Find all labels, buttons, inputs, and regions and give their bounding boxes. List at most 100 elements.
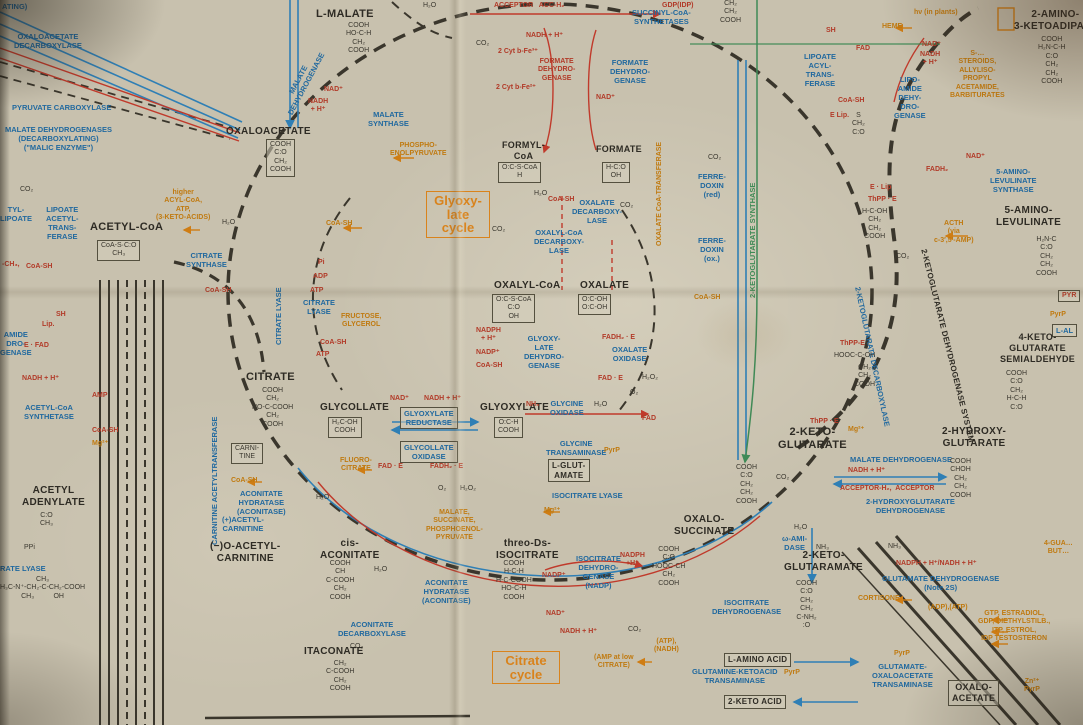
metabolite-5-amino-levulinate: 5-AMINO- LEVULINATE [996,205,1062,228]
enzyme-succinyl-coa-synthetases: SUCCINYL-CoA- SYNTHETASES [632,8,691,26]
enzyme-aconitate-hydratase-aconitase: ACONITATE HYDRATASE (ACONITASE) [422,578,471,605]
enzyme-ferre-doxin-ox: FERRE- DOXIN (ox.) [698,236,726,263]
formula-hooc-c-oh: HOOC-C-OH [834,352,876,359]
formula-cooh-h-n-c-h-c-o-ch-ch-cooh: COOH H₂N-C-H C:O CH₂ CH₂ COOH [1038,36,1066,85]
effector-heme: HEME [882,23,903,30]
effector-phospho-enolpyruvate: PHOSPHO- ENOLPYRUVATE [390,142,447,158]
metabolite-2-amino-3-ketoadipate: 2-AMINO- 3-KETOADIPATE [1014,9,1083,32]
formula-o-c-s-coa-h: O:C-S-CoA H [498,162,542,183]
enzyme-oxalate-oxidase: OXALATE OXIDASE [612,345,648,363]
metabolite-oxalo-succinate: OXALO- SUCCINATE [674,514,735,537]
enzyme-glycine-transaminase: GLYCINE TRANSAMINASE [546,439,607,457]
formula-h-o: H₂O [594,401,608,408]
effector-higher-acyl-coa-atp-3-keto-aci: higher ACYL-CoA, ATP, (3-KETO-ACIDS) [156,189,211,222]
formula-cooh-ch-c-cooh-ch-cooh: COOH CH C-COOH CH₂ COOH [326,560,355,601]
formula-h-o: H₂O [222,219,236,226]
cofactor-e-lip: E · Lip [870,184,892,191]
formula-o-c-h-cooh: O:C-H COOH [494,417,523,438]
formula-cooh-c-o-ch-ch-c-nh-o: COOH C:O CH₂ CH₂ C-NH₂ :O [796,580,817,629]
metabolite-2-hydroxy-glutarate: 2-HYDROXY- GLUTARATE [942,426,1007,449]
cofactor-fadh-e: FADH₂ · E [430,463,464,470]
cofactor-coa-sh: CoA-SH [92,427,119,434]
formula-cooh-ho-c-h-ch-cooh: COOH HO-C-H CH₂ COOH [346,22,372,55]
effector-mg: Mg²⁺ [92,440,109,447]
cofactor-sh: SH [826,27,836,34]
cofactor-nadh-h: NADH + H⁺ [308,98,329,114]
effector-mg: Mg²⁺ [848,426,865,433]
effector-pyrp: PyrP [1050,311,1066,318]
cofactor-nadph-h: NADPH + H⁺ [476,327,501,343]
formula-carni-tine: CARNI- TINE [231,443,264,464]
formula-co: CO₂ [350,643,364,650]
cofactor-nadh-h: NADH + H⁺ [22,375,59,382]
formula-ch-ch-cooh: CH₂ CH₂ COOH [720,0,741,24]
enzyme-formate-dehydro-genase: FORMATE DEHYDRO- GENASE [610,58,651,85]
cofactor-atp: ATP [316,351,330,358]
formula-co: CO₂ [620,202,634,209]
enzyme-isocitrate-lyase: ISOCITRATE LYASE [552,491,623,500]
cofactor-formate-dehydro-genase: FORMATE DEHYDRO- GENASE [538,58,576,82]
enzyme-pyruvate-carboxylase: PYRUVATE CARBOXYLASE [12,103,112,112]
effector-amp-at-low-citrate: (AMP at low CITRATE) [594,654,634,670]
metabolite-acetyl-adenylate: ACETYL ADENYLATE [22,485,86,508]
effector-coa-sh: CoA-SH [326,220,353,227]
formula-h-o: H₂O₂ [460,485,476,492]
cofactor-e-lip: E Lip. [830,112,850,119]
formula-co: CO₂ [20,186,34,193]
formula-h-o: H₂O [316,494,330,501]
cofactor-nad: NAD⁺ [966,153,985,160]
cofactor-nadp: NADP⁺ [476,349,500,356]
metabolite-o-acetyl-carnitine: (−)O-ACETYL- CARNITINE [210,541,281,564]
green-routes [690,0,940,464]
cofactor-nad: NAD⁺ [922,41,941,48]
cofactor-fad-e: FAD · E [378,463,403,470]
enzyme-isocitrate-dehydrogenase: ISOCITRATE DEHYDROGENASE [712,598,782,616]
formula-coa-s-c-o-ch: CoA-S·C:O CH₃ [97,240,141,261]
cofactor-nadh-h: NADH + H⁺ [526,32,563,39]
cofactor-sh: SH [56,311,66,318]
formula-h-o: H₂O [374,566,388,573]
cofactor-fadh-e: FADH₂ · E [602,334,636,341]
metabolite-cis-aconitate: cis- ACONITATE [320,538,380,561]
cofactor-pyr: PYR [1058,290,1081,303]
formula-cooh-choh-ch-ch-cooh: COOH CHOH CH₂ CH₂ COOH [950,458,971,499]
cofactor-2-cyt-b-fe: 2 Cyt b-Fe³⁺ [498,48,538,55]
cofactor-adp: ADP [313,273,328,280]
formula-h-n-c-c-o-ch-ch-cooh: H₂N-C C:O CH₂ CH₂ COOH [1036,236,1057,277]
metabolite-oxalo-acetate: OXALO- ACETATE [948,680,1000,706]
formula-h-o: H₂O [794,524,808,531]
cofactor-nadh-h: NADH + H⁺ [424,395,461,402]
formula-co: CO₂ [896,253,910,260]
formula-cooh-c-o-hooc-ch-ch-cooh: COOH C:O HOOC-CH CH₂ COOH [652,546,686,587]
formula-ppi: PPi [24,544,35,551]
cofactor-nad: NAD⁺ [324,86,343,93]
formula-nh: NH₃ [816,544,829,551]
formula-h-c-oh-ch-ch-cooh: H-C-OH CH₂ CH₂ COOH [862,208,888,241]
enzyme-amide-dro-genase: AMIDE DRO- GENASE [0,330,32,357]
effector-h-in-plants: hν (in plants) [914,9,958,16]
enzyme-glyoxylate-reductase: GLYOXYLATE REDUCTASE [400,407,458,429]
metabolite-2-keto-acid: 2-KETO ACID [724,695,786,709]
cofactor-nadh-h: NADH + H⁺ [848,467,885,474]
cofactor-coa-sh: CoA-SH [26,263,53,270]
formula-cooh-c-o-ch-cooh: COOH C:O CH₂ COOH [266,139,295,177]
enzyme-aconitate-decarboxylase: ACONITATE DECARBOXYLASE [338,620,406,638]
effector-4-gua-but: 4-GUA… BUT… [1044,540,1073,556]
cofactor-pi: Pi [318,259,325,266]
cofactor-coa-sh: CoA-SH [838,97,865,104]
metabolite-l-glut-amate: L-GLUT- AMATE [548,459,590,483]
cofactor-nadh-h: NADH + H⁺ [920,51,941,67]
effector-malate-succinate-phosphoenol-p: MALATE, SUCCINATE, PHOSPHOENOL- PYRUVATE [426,509,483,542]
formula-co: CO₂ [708,154,722,161]
cofactor-coa-sh: CoA-SH [320,339,347,346]
cofactor-ch: -CH₃, [2,261,20,268]
formula-cooh-c-o-ch-ch-cooh: COOH C:O CH₂ CH₂ COOH [736,464,757,505]
cofactor-nadh-h: NADH + H⁺ [560,628,597,635]
formula-co: CO₂ [476,40,490,47]
red-routes [0,9,925,587]
enzyme-citrate-lyase: CITRATE LYASE [274,287,283,345]
formula-ch-ch-cooh: CH₂ CH₂ COOH [854,364,875,388]
enzyme-oxalate-decarboxy-lase: OXALATE DECARBOXY- LASE [572,198,623,225]
